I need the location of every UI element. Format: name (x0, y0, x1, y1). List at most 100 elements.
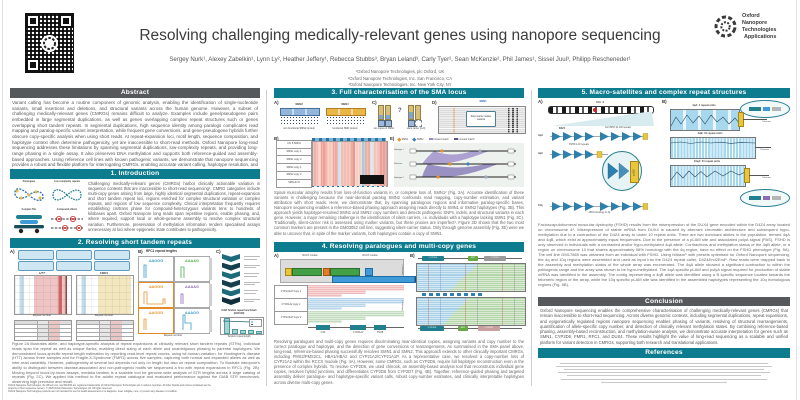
figure-3: A) SMN2 non functional SMN2 protein SMN1… (272, 99, 526, 189)
ont-logo-text: Oxford Nanopore Technologies Application… (742, 13, 777, 41)
figure-4a-tag: A) (274, 253, 279, 258)
rfc1-cell: AAAAG (174, 256, 210, 282)
page-edge-right (796, 0, 797, 400)
smn1-gene-box (326, 107, 366, 116)
telomere-line-2 (755, 146, 771, 147)
section2-header: 2. Resolving short tandem repeats (10, 238, 260, 248)
figure-2a-tag: A) (10, 249, 15, 254)
affiliation-2: ²Oxford Nanopore Technologies, Inc. San … (347, 75, 453, 81)
giab-benchmark-chart (220, 317, 264, 335)
page-edge-left (2, 0, 3, 400)
footer-line-2: Oxford Nanopore Technologies products ar… (8, 390, 178, 394)
workflow-box (94, 250, 130, 260)
workflow-box (56, 250, 92, 260)
rccx-module-label-2: RCCX module (362, 254, 378, 257)
cyp21a2-gene-label: CYP21A2 (352, 330, 364, 334)
qr-center-logo (41, 35, 58, 52)
figure-3d-tag: D) (432, 100, 437, 105)
heatmap-legend-box (360, 175, 384, 184)
c4a-gene-label: C4A (320, 330, 326, 334)
ont-swirl-icon (714, 15, 737, 38)
column-divider-1 (266, 90, 267, 386)
plam-marker-2 (744, 168, 750, 183)
tnxb-gene-label: TNXB (376, 330, 384, 334)
fmr1-xlabel: Repeat number (94, 314, 114, 317)
telomere-line-1 (743, 118, 767, 119)
allele-label-4qa-1: 4qA (538, 134, 543, 137)
affiliation-3: ³Oxford Nanopore Technologies, Inc. New … (348, 82, 452, 87)
telomere-line-3 (749, 174, 769, 175)
low-complexity-diagram (52, 189, 82, 201)
authors-line: Sergey Nurk¹, Alexey Zabelkin¹, Lynn Ly²… (169, 56, 631, 63)
cyp21a1p-copy1-pileup (308, 285, 404, 297)
htt-results-table (14, 320, 72, 341)
figure-2-caption: Figure 2A illustrates allele- and haplot… (12, 341, 260, 385)
diagram-label-complex-svs: Complex SVs (21, 209, 37, 211)
smn2-protein-label: non functional SMN2 protein (283, 126, 315, 130)
poster-title: Resolving challenging medically-relevant… (139, 27, 661, 44)
d4z4-array-row1 (550, 131, 648, 141)
footer-line-1: Oxford Nanopore Technologies, the Wheel … (8, 384, 211, 391)
fmr1-results-table (76, 320, 134, 341)
rfc1-xlabel: Repeat number (163, 334, 183, 337)
allele-label-10q: 10q (538, 204, 543, 207)
plam-box: pLAM (630, 161, 639, 183)
chart-legend (249, 319, 262, 327)
workflow-box (18, 250, 54, 260)
rfc1-grid: AAGGG AAAAG AAGGG AAAAG AAGGG AAAGG (138, 256, 212, 334)
fmr1-repeat-histogram (76, 275, 134, 315)
rccx-module-label-1: RCCX module (302, 254, 318, 257)
haplotype1-label: Haplotype 1 (402, 264, 404, 275)
d4z4-array-row2 (550, 149, 608, 159)
figure-2b-tag: B) (138, 249, 143, 254)
silent-carrier-label: silent carrier (2+0) (406, 128, 426, 130)
figure-4-caption: Resolving paralogues and multi-copy gene… (274, 339, 524, 385)
no-fshd-label: No FSHD 10-100 repeats (605, 126, 631, 129)
telomere-label-1: Telomere (762, 120, 771, 123)
figure-3c-tag: C) (372, 100, 377, 105)
introduction-header: 1. Introduction (10, 169, 260, 179)
chr4-label: Chr 4 (596, 100, 604, 104)
d4z4-label: D4Z4 (558, 126, 566, 130)
fshd-label: FSHD 1-10 repeats (569, 144, 589, 146)
cyp-row-label: CYP21A1P copy 2 (274, 311, 308, 325)
affiliation-1: ¹Oxford Nanopore Technologies, plc Oxfor… (355, 69, 445, 74)
haplotype-inset-bottom (740, 189, 790, 207)
smn1-protein-dots (326, 116, 364, 126)
cyp2d7-gene-box: CYP2D7 (484, 256, 506, 261)
figure-2: A) HTT Repeat number FMR1 Repeat number … (10, 249, 264, 341)
c4a-gene-box (316, 324, 330, 330)
figure-3b-tag: B) (274, 136, 279, 141)
haplotype-inset-top (740, 100, 790, 118)
telomere-label-3: Telomere (762, 176, 771, 179)
ont-logo: Oxford Nanopore Technologies Application… (712, 13, 776, 41)
giab-chart-xlabel: Tandem repeat length (227, 335, 251, 338)
cyp2d6-gene-box: CYP2D6 (422, 256, 444, 261)
figure-3a-tag: A) (274, 100, 279, 105)
workflow-chevrons (222, 254, 262, 310)
giab-chart-title: GIAB Tandem repeat benchmark (GRCh38) (221, 310, 257, 315)
abstract-body: Variant calling has become a routine com… (12, 100, 258, 173)
figure-4: A) RCCX module RCCX module CYP21A1P copy… (272, 253, 526, 337)
silent-carrier-schematic: ? (376, 104, 430, 128)
sma-alignment-bottomstrip (312, 185, 386, 188)
cyp21a2-gene-box (350, 324, 366, 330)
section4-header: 4. Resolving paralogues and multi-copy g… (274, 242, 524, 252)
cyp-row-label: CYP21A1P copy 1 (274, 285, 308, 299)
plot1-title: 4qA: 4 repeat units (692, 104, 716, 107)
rep-gene-box: REP (468, 256, 478, 261)
htt-repeat-histogram (14, 275, 72, 315)
paralogues-diagram (14, 188, 44, 202)
rfc1-cell: AAGGG (138, 256, 174, 282)
cyp21a2-copy1-pileup (308, 298, 404, 310)
section5-header: 5. Macro-satellites and complex repeat s… (538, 88, 790, 98)
question-mark: ? (398, 108, 402, 114)
cyp2d6-pileup-2 (416, 297, 526, 326)
compound-effects-diagram (51, 216, 83, 231)
ribbon-svg (409, 148, 516, 180)
introduction-body: Challenging medically-relevant genes (CM… (88, 181, 260, 232)
htt-xlabel: Repeat number (32, 314, 52, 317)
figure-3e-tag: E) (390, 136, 395, 141)
workflow-box (56, 261, 92, 271)
